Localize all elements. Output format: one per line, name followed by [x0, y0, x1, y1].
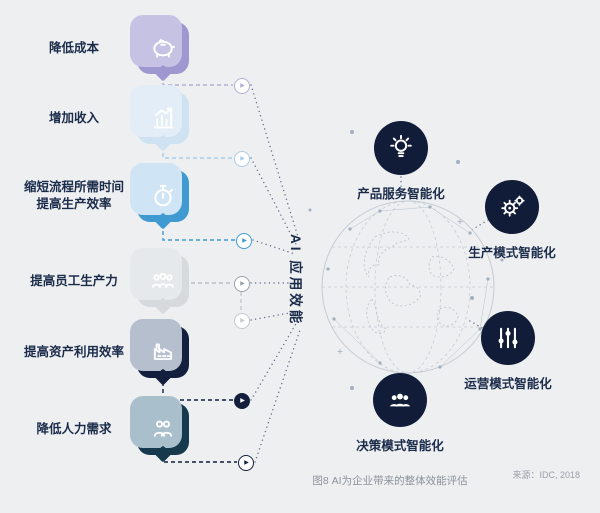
- left-item-label-cost: 降低成本: [48, 41, 99, 55]
- play-circle-icon: ▶: [236, 233, 252, 249]
- factory-icon: [153, 343, 173, 360]
- figure-caption: 图8 AI为企业带来的整体效能评估: [312, 475, 468, 487]
- play-circle-icon: ▶: [234, 151, 250, 167]
- play-circle-icon: ▶: [234, 313, 250, 329]
- production-mode-badge: [485, 180, 539, 234]
- asset-tile: [137, 326, 189, 378]
- badge-label-product-service: 产品服务智能化: [357, 187, 445, 201]
- left-item-label-process-time: 缩短流程所需时间 提高生产效率: [23, 180, 124, 211]
- stopwatch-icon: [154, 185, 173, 207]
- badge-label-operation-mode: 运营模式智能化: [464, 377, 552, 391]
- left-item-label-asset: 提高资产利用效率: [23, 345, 124, 359]
- revenue-tile: [137, 92, 189, 144]
- people-group-icon: [390, 393, 410, 407]
- product-service-badge: [374, 121, 428, 175]
- center-axis-label: AI 应用效能: [288, 234, 303, 327]
- labor-tile: [137, 403, 189, 455]
- play-circle-icon: ▶: [238, 455, 254, 471]
- badge-label-production-mode: 生产模式智能化: [468, 246, 556, 260]
- left-item-label-productivity: 提高员工生产力: [30, 274, 118, 288]
- source-note: 来源：IDC, 2018: [512, 470, 580, 480]
- piggy-bank-icon: [153, 39, 175, 58]
- play-circle-icon: ▶: [234, 78, 250, 94]
- decision-mode-badge: [373, 373, 427, 427]
- productivity-tile: [137, 255, 189, 307]
- workforce-icon: [153, 420, 173, 437]
- revenue-chart-icon: [153, 107, 174, 129]
- play-circle-icon: ▶: [234, 276, 250, 292]
- left-item-label-labor: 降低人力需求: [36, 422, 112, 436]
- cost-tile: [137, 22, 189, 74]
- control-sliders-icon: [498, 327, 518, 349]
- machine-gear-icon: [501, 195, 525, 217]
- operation-mode-badge: [481, 311, 535, 365]
- process-time-tile: [137, 170, 189, 222]
- globe-illustration: [321, 200, 495, 374]
- badge-label-decision-mode: 决策模式智能化: [356, 439, 444, 453]
- play-circle-icon: ▶: [234, 393, 250, 409]
- team-icon: [152, 272, 174, 288]
- idea-bulb-icon: [390, 134, 412, 158]
- left-item-label-revenue: 增加收入: [48, 111, 99, 125]
